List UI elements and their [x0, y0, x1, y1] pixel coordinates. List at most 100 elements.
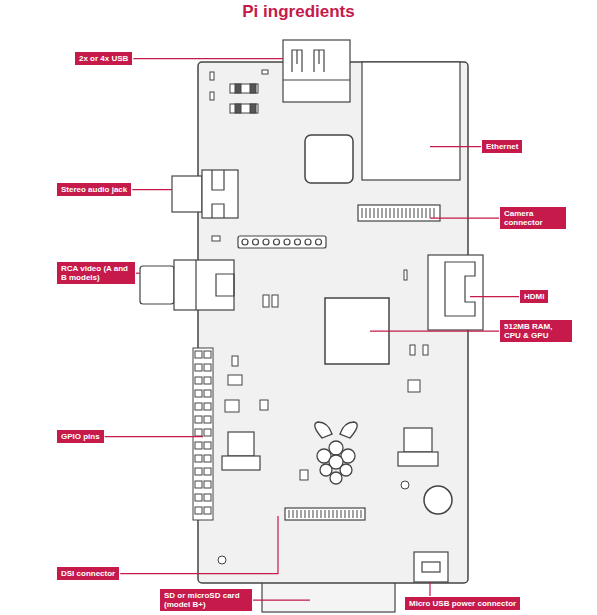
- gpio-pins: [195, 351, 211, 514]
- leader-line: [430, 146, 481, 147]
- connector-tooth: [362, 208, 363, 218]
- gpio-pin: [204, 494, 211, 501]
- label-text: HDMI: [524, 292, 544, 301]
- connector-tooth: [337, 510, 338, 518]
- title: Pi ingredients: [0, 2, 597, 22]
- mount-hole: [218, 556, 226, 564]
- connector-tooth: [398, 208, 399, 218]
- connector-tooth: [329, 510, 330, 518]
- gpio-pin: [204, 455, 211, 462]
- gpio-pin: [204, 481, 211, 488]
- gpio-pin: [195, 351, 202, 358]
- connector-tooth: [386, 208, 387, 218]
- connector-tooth: [370, 208, 371, 218]
- label-text: RCA video (A and B models): [61, 264, 131, 282]
- callout-label: 512MB RAM, CPU & GPU: [500, 320, 572, 342]
- gpio-pin: [204, 429, 211, 436]
- connector-tooth: [366, 208, 367, 218]
- callout-label: GPIO pins: [57, 430, 104, 443]
- raspberry-logo: [315, 422, 357, 484]
- connector-tooth: [426, 208, 427, 218]
- pad: [253, 239, 259, 245]
- ethernet-port: [362, 62, 460, 180]
- label-text: Micro USB power connector: [409, 599, 516, 608]
- connector-tooth: [406, 208, 407, 218]
- gpio-pin: [204, 377, 211, 384]
- dsi-teeth: [289, 510, 361, 518]
- connector-tooth: [422, 208, 423, 218]
- leader-line: [253, 600, 310, 601]
- pad: [284, 239, 290, 245]
- gpio-header: [193, 348, 213, 520]
- connector-tooth: [410, 208, 411, 218]
- gpio-pin: [204, 442, 211, 449]
- leader-line: [470, 296, 519, 297]
- callout-label: Stereo audio jack: [57, 183, 131, 196]
- pad: [263, 239, 269, 245]
- usb-slots: [283, 50, 350, 80]
- usb-port: [283, 40, 350, 102]
- gpio-pin: [195, 442, 202, 449]
- rca-connector: [140, 260, 234, 310]
- gpio-pin: [195, 403, 202, 410]
- gpio-pin: [195, 468, 202, 475]
- callout-label: HDMI: [520, 290, 548, 303]
- leader-line: [429, 582, 430, 596]
- gpio-pin: [195, 364, 202, 371]
- callout-label: 2x or 4x USB: [75, 52, 132, 65]
- callout-label: Ethernet: [482, 140, 522, 153]
- connector-tooth: [305, 510, 306, 518]
- audio-jack: [172, 170, 238, 218]
- gpio-pin: [195, 416, 202, 423]
- label-text: GPIO pins: [61, 432, 100, 441]
- connector-tooth: [289, 510, 290, 518]
- leader-line: [430, 218, 499, 219]
- gpio-pin: [204, 507, 211, 514]
- gpio-pin: [204, 351, 211, 358]
- callout-label: DSI connector: [57, 567, 119, 580]
- gpio-pin: [195, 429, 202, 436]
- connector-tooth: [430, 208, 431, 218]
- pad-row: [238, 236, 326, 248]
- connector-tooth: [382, 208, 383, 218]
- connector-tooth: [333, 510, 334, 518]
- connector-tooth: [317, 510, 318, 518]
- leader-line: [136, 273, 140, 274]
- leader-line: [370, 331, 499, 332]
- camera-teeth: [362, 208, 434, 218]
- gpio-pin: [195, 377, 202, 384]
- callout-label: Micro USB power connector: [405, 597, 520, 610]
- callout-label: SD or microSD card (model B+): [160, 589, 252, 611]
- gpio-pin: [204, 403, 211, 410]
- connector-tooth: [345, 510, 346, 518]
- connector-tooth: [394, 208, 395, 218]
- hdmi-port: [428, 255, 483, 330]
- connector-tooth: [293, 510, 294, 518]
- gpio-pin: [204, 416, 211, 423]
- pad: [242, 239, 248, 245]
- camera-connector: [358, 205, 440, 221]
- leader-line: [105, 436, 203, 437]
- label-text: 2x or 4x USB: [79, 54, 128, 63]
- label-text: Stereo audio jack: [61, 185, 127, 194]
- soc-chip: [305, 135, 353, 183]
- label-text: Ethernet: [486, 142, 518, 151]
- pad: [274, 239, 280, 245]
- pad: [316, 239, 322, 245]
- connector-tooth: [402, 208, 403, 218]
- label-text: 512MB RAM, CPU & GPU: [504, 322, 568, 340]
- connector-tooth: [390, 208, 391, 218]
- gpio-pin: [195, 481, 202, 488]
- connector-tooth: [418, 208, 419, 218]
- connector-tooth: [321, 510, 322, 518]
- connector-tooth: [353, 510, 354, 518]
- callout-label: Camera connector: [500, 207, 566, 229]
- connector-tooth: [357, 510, 358, 518]
- label-text: DSI connector: [61, 569, 115, 578]
- gpio-pin: [204, 468, 211, 475]
- pad: [295, 239, 301, 245]
- leader-line: [132, 189, 172, 190]
- connector-tooth: [361, 510, 362, 518]
